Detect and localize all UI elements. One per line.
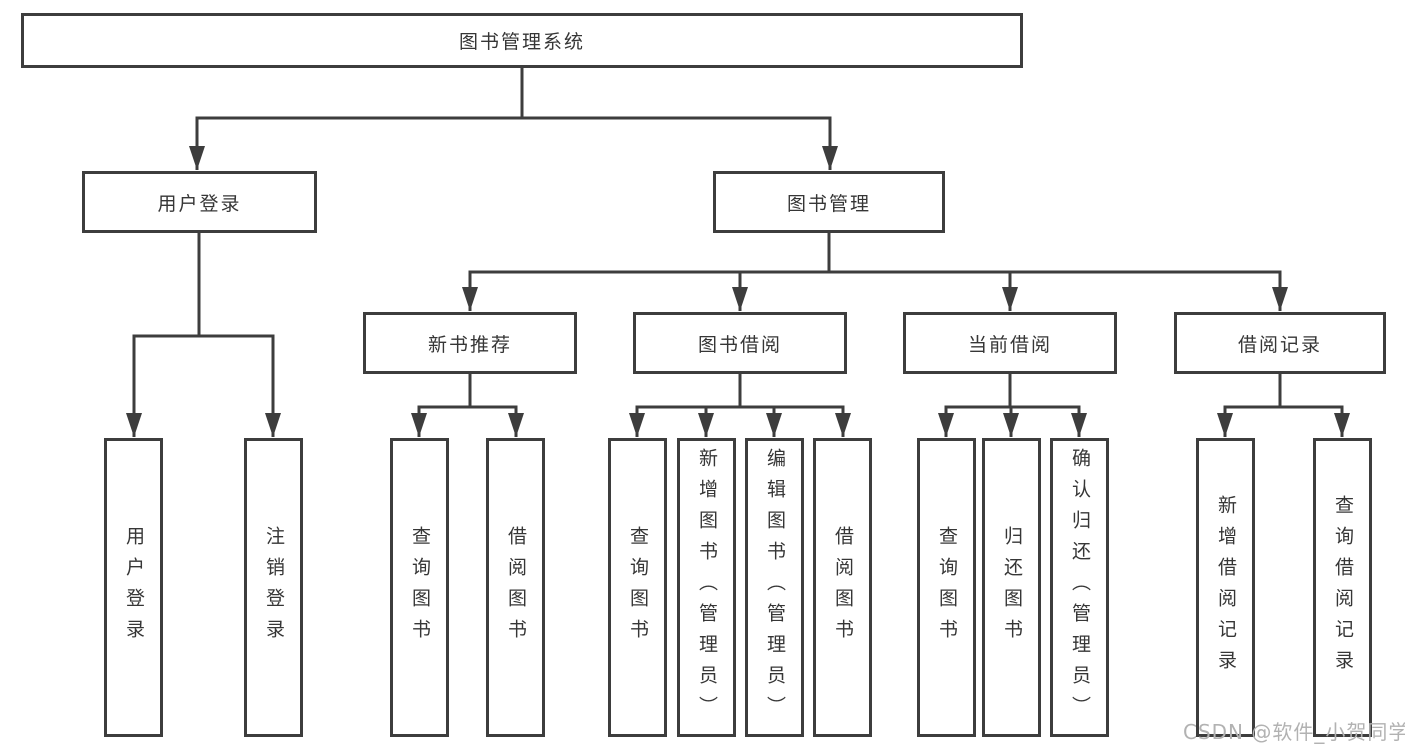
node-label: 图书管理系统	[458, 31, 585, 53]
leaf-query-books-recommend: 查询图书	[390, 438, 449, 737]
leaf-return-books: 归还图书	[982, 438, 1041, 737]
node-label: 新书推荐	[427, 333, 512, 356]
node-label: 查询借阅记录	[1332, 494, 1354, 681]
watermark-text: CSDN @软件_小贺同学	[1183, 720, 1405, 744]
leaf-logout: 注销登录	[244, 438, 303, 737]
node-label: 查询图书	[936, 525, 958, 650]
leaf-add-book-admin: 新增图书（管理员）	[677, 438, 736, 737]
node-book-management: 图书管理	[713, 171, 945, 233]
node-label: 图书管理	[786, 192, 871, 215]
node-label: 归还图书	[1001, 525, 1023, 650]
node-label: 借阅记录	[1237, 333, 1322, 356]
leaf-borrow-books-recommend: 借阅图书	[486, 438, 545, 737]
node-label: 注销登录	[263, 525, 285, 650]
leaf-query-borrow-record: 查询借阅记录	[1313, 438, 1372, 737]
node-label: 查询图书	[627, 525, 649, 650]
node-label: 新增借阅记录	[1215, 494, 1237, 681]
leaf-edit-book-admin: 编辑图书（管理员）	[745, 438, 804, 737]
node-label: 借阅图书	[505, 525, 527, 650]
leaf-add-borrow-record: 新增借阅记录	[1196, 438, 1255, 737]
leaf-user-login: 用户登录	[104, 438, 163, 737]
node-label: 用户登录	[157, 192, 242, 215]
node-new-book-recommend: 新书推荐	[363, 312, 577, 374]
leaf-confirm-return-admin: 确认归还（管理员）	[1050, 438, 1109, 737]
node-borrow-records: 借阅记录	[1174, 312, 1386, 374]
leaf-borrow-books: 借阅图书	[813, 438, 872, 737]
leaf-query-books-borrow: 查询图书	[608, 438, 667, 737]
node-label: 查询图书	[409, 525, 431, 650]
node-book-borrow: 图书借阅	[633, 312, 847, 374]
node-root: 图书管理系统	[21, 13, 1023, 68]
node-label: 新增图书（管理员）	[696, 448, 718, 727]
node-label: 当前借阅	[967, 333, 1052, 356]
node-label: 图书借阅	[697, 333, 782, 356]
node-label: 用户登录	[123, 525, 145, 650]
node-label: 确认归还（管理员）	[1069, 448, 1091, 727]
node-user-login: 用户登录	[82, 171, 317, 233]
node-current-borrow: 当前借阅	[903, 312, 1117, 374]
leaf-query-books-current: 查询图书	[917, 438, 976, 737]
node-label: 借阅图书	[832, 525, 854, 650]
node-label: 编辑图书（管理员）	[764, 448, 786, 727]
